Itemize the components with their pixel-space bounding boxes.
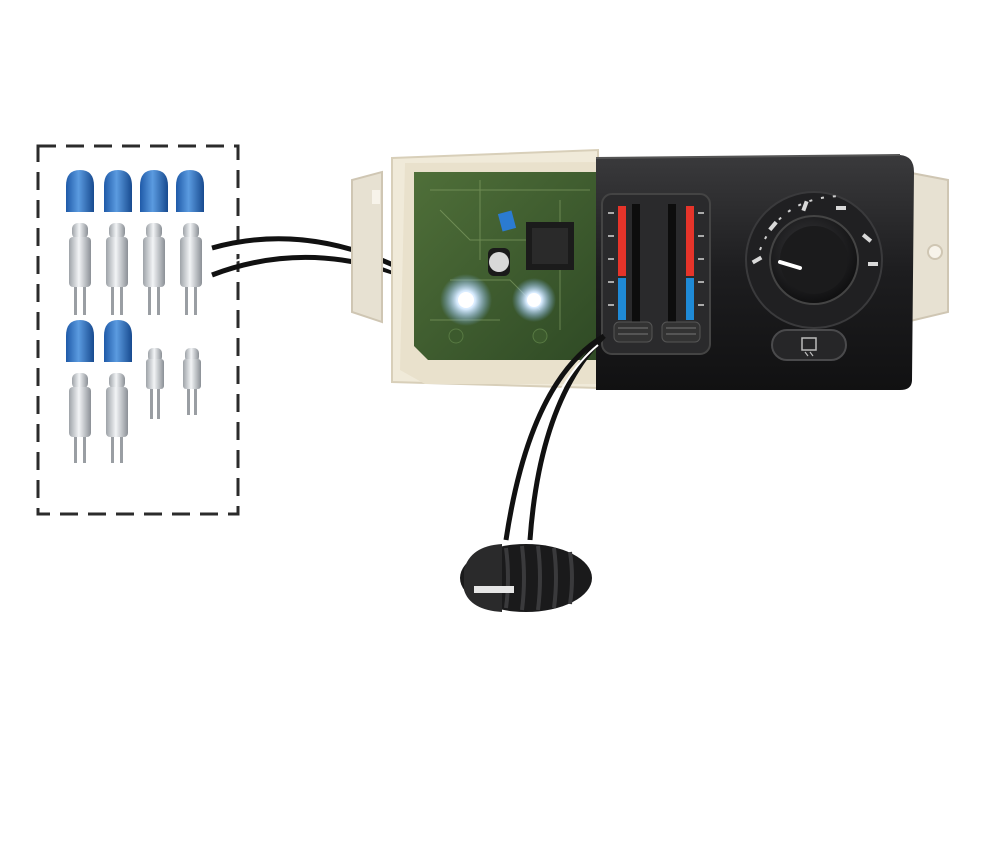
bulbs-row-1 <box>69 223 202 315</box>
replacement-knob <box>460 544 592 612</box>
kit-border <box>36 144 240 516</box>
led-caps-row-2 <box>66 320 132 362</box>
defrost-button <box>771 329 847 361</box>
slider-knob-right <box>661 321 701 343</box>
slider-knob-left <box>613 321 653 343</box>
bulbs-row-2 <box>69 348 201 463</box>
mounting-brackets <box>351 170 949 324</box>
mode-knob <box>745 191 883 329</box>
circuit-board <box>414 172 598 360</box>
led-caps-row-1 <box>66 170 204 212</box>
callout-line-knob <box>503 333 606 541</box>
slider-panel <box>601 193 711 355</box>
